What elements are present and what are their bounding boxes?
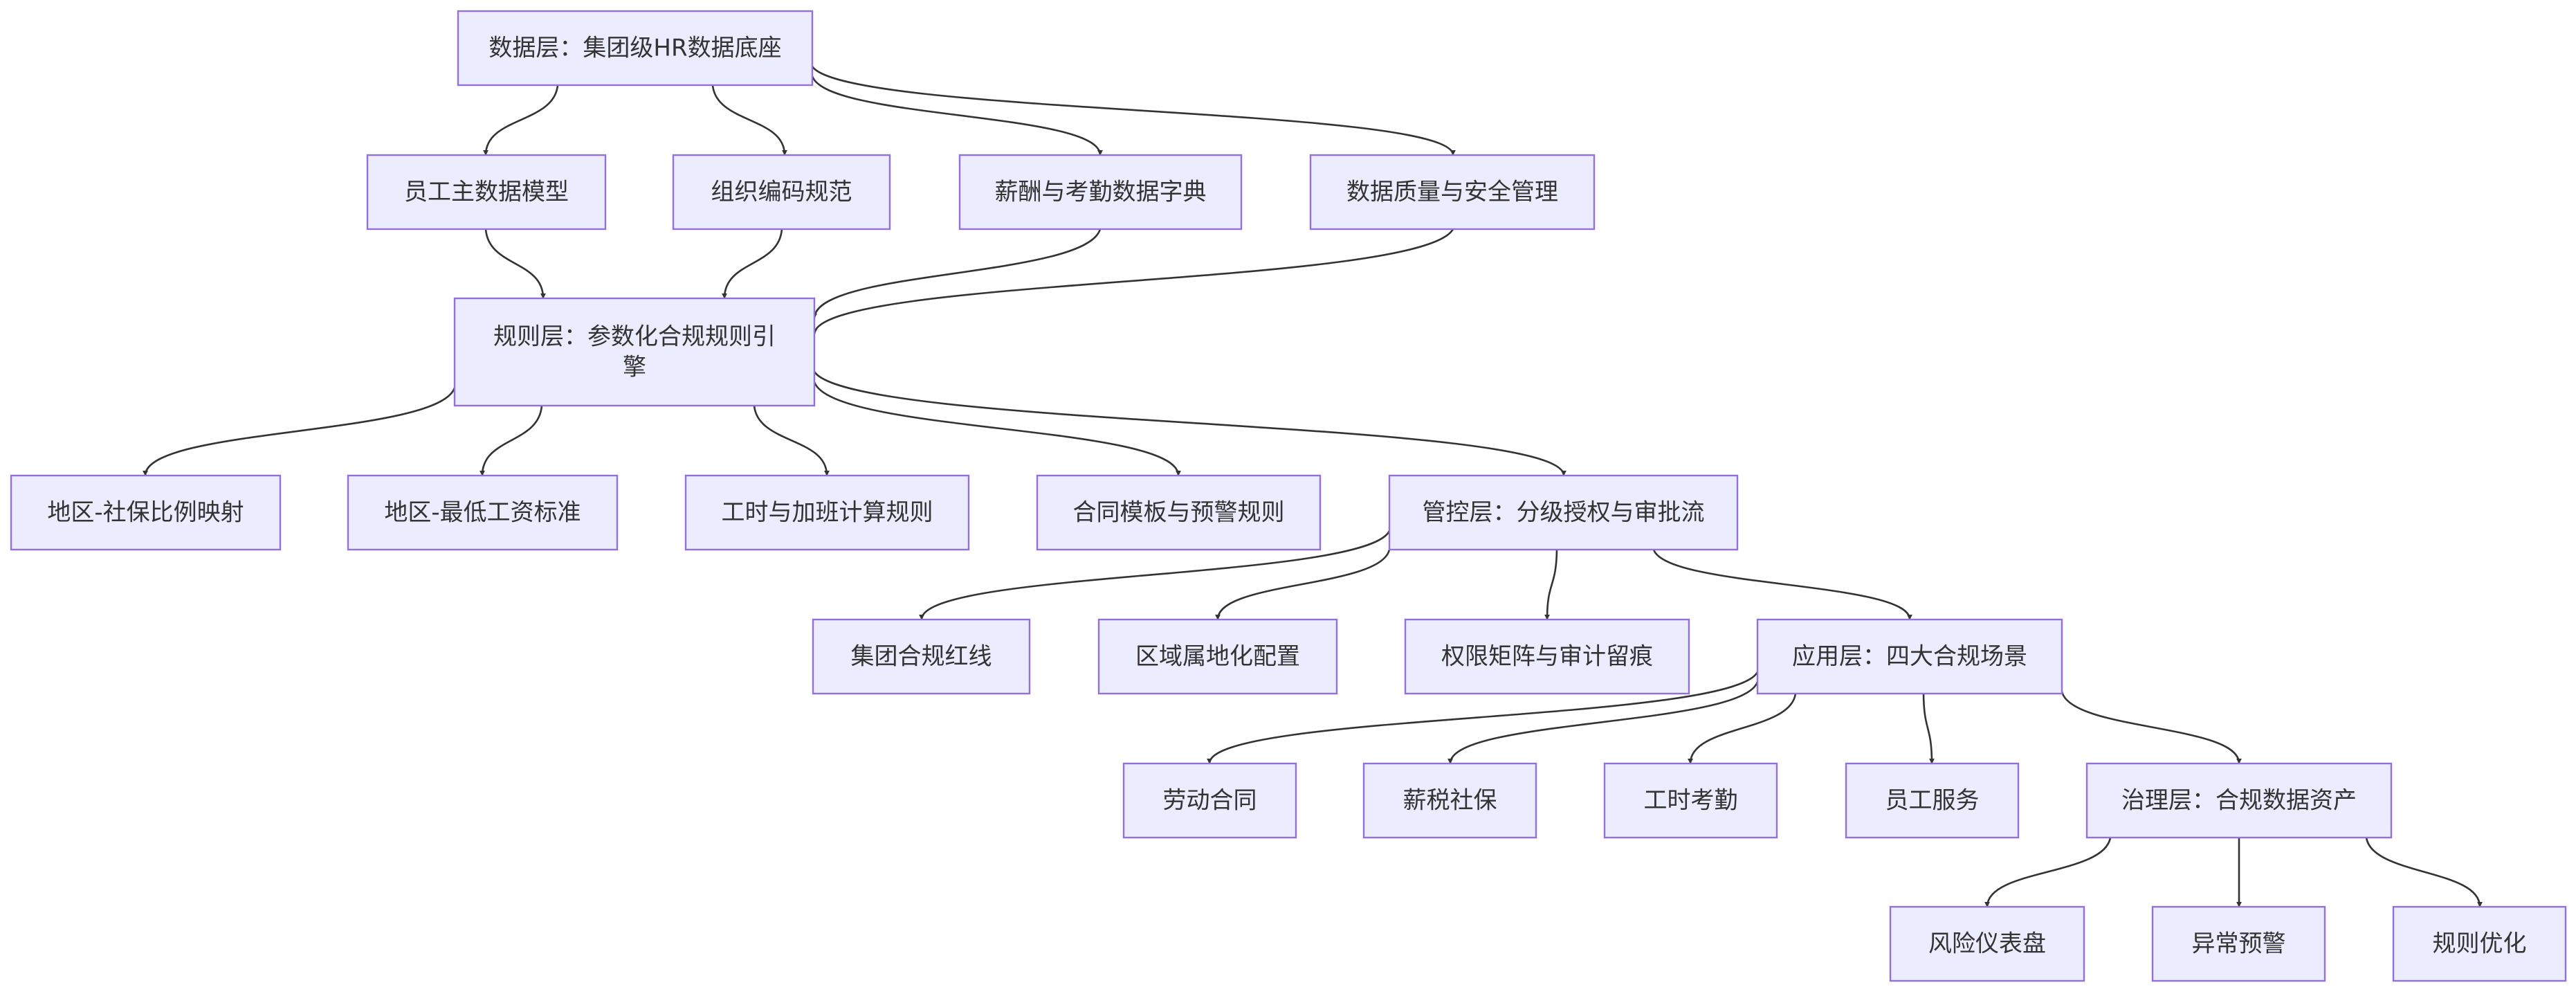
node-ctrl: 管控层：分级授权与审批流	[1388, 474, 1739, 551]
node-label: 地区-最低工资标准	[384, 499, 581, 527]
node-a1: 劳动合同	[1122, 762, 1297, 839]
node-box	[1845, 762, 2020, 839]
node-box	[672, 154, 891, 231]
node-a3: 工时考勤	[1603, 762, 1778, 839]
node-pay: 薪酬与考勤数据字典	[958, 154, 1243, 231]
node-box	[812, 618, 1031, 695]
node-box	[2151, 905, 2326, 982]
node-label: 薪酬与考勤数据字典	[995, 179, 1207, 206]
edge-gov-g1	[1984, 837, 2112, 907]
node-label: 规则优化	[2433, 930, 2527, 958]
node-r3: 工时与加班计算规则	[684, 474, 970, 551]
edge-ctrl-c1	[919, 530, 1391, 620]
node-org: 组织编码规范	[672, 154, 891, 231]
edge-app-a3	[1688, 693, 1797, 764]
node-label: 组织编码规范	[711, 179, 852, 206]
node-g1: 风险仪表盘	[1889, 905, 2085, 982]
node-c2: 区域属地化配置	[1097, 618, 1338, 695]
node-label: 员工服务	[1885, 787, 1980, 815]
edge-ctrl-app	[1652, 549, 1912, 620]
node-box	[1603, 762, 1778, 839]
node-box	[1404, 618, 1690, 695]
node-box	[1097, 618, 1338, 695]
node-label: 薪税社保	[1403, 787, 1497, 815]
edge-data-org	[711, 84, 787, 156]
node-box	[457, 10, 814, 87]
edge-app-a1	[1207, 671, 1759, 764]
node-r4: 合同模板与预警规则	[1036, 474, 1322, 551]
node-label: 异常预警	[2192, 930, 2286, 958]
node-label: 工时考勤	[1644, 787, 1738, 815]
edge-data-emp	[483, 84, 559, 156]
node-box	[2392, 905, 2567, 982]
node-dq: 数据质量与安全管理	[1309, 154, 1596, 231]
edge-rule-r2	[479, 405, 543, 476]
node-a2: 薪税社保	[1362, 762, 1537, 839]
edge-rule-r3	[753, 405, 830, 476]
edge-app-gov	[2061, 691, 2242, 764]
node-g2: 异常预警	[2151, 905, 2326, 982]
node-label: 治理层：合规数据资产	[2121, 787, 2357, 815]
node-label: 权限矩阵与审计留痕	[1441, 643, 1653, 671]
edge-rule-r4	[813, 381, 1181, 476]
node-label: 风险仪表盘	[1928, 930, 2046, 958]
node-label: 合同模板与预警规则	[1073, 499, 1285, 527]
node-r1: 地区-社保比例映射	[10, 474, 282, 551]
edge-ctrl-c2	[1215, 549, 1391, 620]
edge-app-a2	[1447, 681, 1759, 764]
node-app: 应用层：四大合规场景	[1756, 618, 2063, 695]
node-g3: 规则优化	[2392, 905, 2567, 982]
node-label: 管控层：分级授权与审批流	[1423, 499, 1705, 527]
node-box	[1362, 762, 1537, 839]
node-box	[2085, 762, 2393, 839]
edge-dq-rule	[812, 228, 1454, 335]
node-box	[1756, 618, 2063, 695]
node-box	[1889, 905, 2085, 982]
node-a4: 员工服务	[1845, 762, 2020, 839]
node-box	[684, 474, 970, 551]
edge-emp-rule	[484, 228, 546, 299]
edge-ctrl-c3	[1544, 549, 1558, 620]
node-label: 数据质量与安全管理	[1346, 179, 1558, 206]
node-box	[958, 154, 1243, 231]
node-label: 地区-社保比例映射	[47, 499, 244, 527]
node-box	[453, 297, 816, 407]
node-label: 数据层：集团级HR数据底座	[488, 35, 781, 62]
node-gov: 治理层：合规数据资产	[2085, 762, 2393, 839]
node-r2: 地区-最低工资标准	[347, 474, 619, 551]
node-label: 区域属地化配置	[1135, 643, 1300, 671]
edge-data-pay	[811, 75, 1103, 156]
node-c3: 权限矩阵与审计留痕	[1404, 618, 1690, 695]
node-box	[10, 474, 282, 551]
edge-rule-ctrl	[813, 371, 1566, 476]
node-data: 数据层：集团级HR数据底座	[457, 10, 814, 87]
node-box	[1036, 474, 1322, 551]
node-box	[1122, 762, 1297, 839]
edge-gov-g3	[2365, 837, 2483, 907]
edges	[143, 66, 2483, 907]
node-box	[347, 474, 619, 551]
node-label: 规则层：参数化合规规则引	[493, 323, 776, 351]
node-label: 集团合规红线	[851, 643, 992, 671]
edge-pay-rule	[812, 228, 1102, 319]
node-label: 应用层：四大合规场景	[1792, 643, 2027, 671]
node-label: 擎	[623, 354, 646, 381]
node-emp: 员工主数据模型	[366, 154, 607, 231]
node-label: 劳动合同	[1163, 787, 1257, 815]
node-c1: 集团合规红线	[812, 618, 1031, 695]
edge-data-dq	[811, 66, 1456, 156]
node-label: 工时与加班计算规则	[722, 499, 933, 527]
edge-org-rule	[722, 228, 783, 299]
edge-rule-r1	[143, 387, 456, 476]
node-box	[1309, 154, 1596, 231]
edge-app-a4	[1922, 693, 1935, 764]
node-box	[366, 154, 607, 231]
node-box	[1388, 474, 1739, 551]
node-label: 员工主数据模型	[404, 179, 569, 206]
